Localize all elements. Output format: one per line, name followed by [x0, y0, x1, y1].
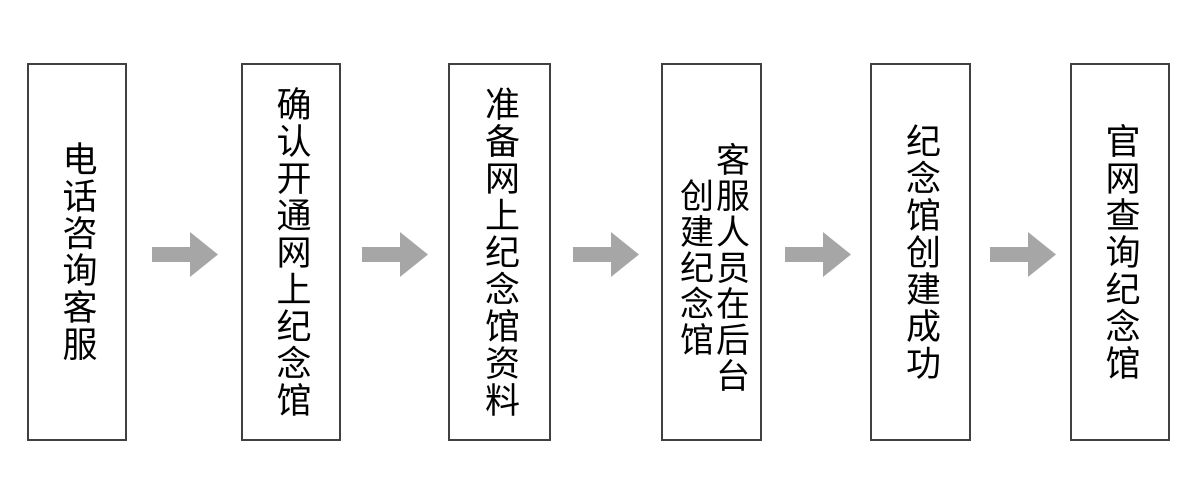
flow-arrow-1 [152, 232, 218, 277]
flow-arrow-2 [362, 232, 428, 277]
flow-node-6[interactable]: 官网查询纪念馆 [1070, 63, 1170, 441]
flow-arrow-5 [990, 232, 1056, 277]
flow-arrow-3 [573, 232, 639, 277]
flow-node-5[interactable]: 纪念馆创建成功 [870, 63, 971, 441]
flow-node-4[interactable]: 客服人员在后台创建纪念馆 [661, 63, 762, 441]
flow-node-label: 官网查询纪念馆 [1100, 122, 1140, 382]
flow-node-label: 准备网上纪念馆资料 [480, 85, 520, 419]
flow-node-label: 电话咨询客服 [57, 141, 97, 363]
flow-node-label: 客服人员在后台创建纪念馆 [674, 142, 749, 394]
flow-node-3[interactable]: 准备网上纪念馆资料 [448, 63, 551, 441]
flow-node-label: 纪念馆创建成功 [901, 122, 941, 382]
flow-node-label: 确认开通网上纪念馆 [271, 85, 311, 419]
flow-node-2[interactable]: 确认开通网上纪念馆 [241, 63, 341, 441]
flow-arrow-4 [785, 232, 851, 277]
flow-node-1[interactable]: 电话咨询客服 [27, 63, 127, 441]
